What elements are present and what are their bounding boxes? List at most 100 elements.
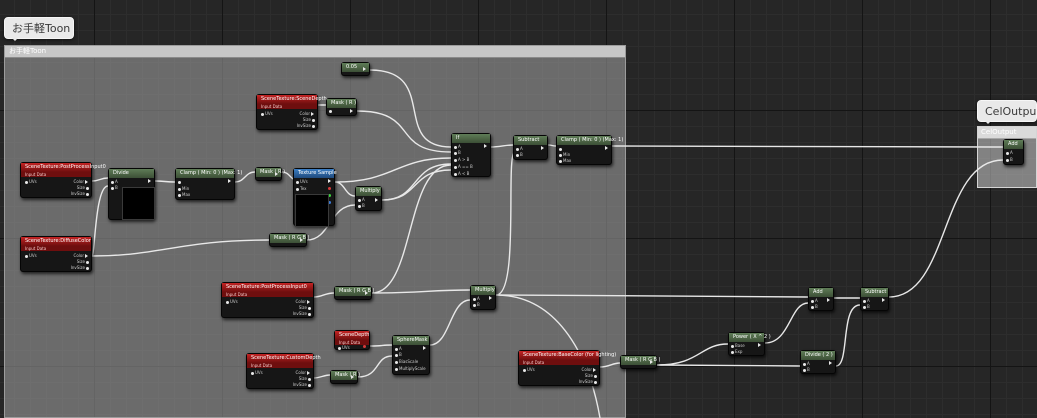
node-multiply-2[interactable]: Multiply A B <box>470 285 496 310</box>
pin-exp[interactable]: Exp <box>730 349 742 354</box>
output-pin-icon[interactable] <box>375 198 380 202</box>
pin-size[interactable]: Size <box>303 117 316 122</box>
node-scenetexture-scenedepth[interactable]: SceneTexture:SceneDepth Input Data UVs C… <box>256 94 327 130</box>
node-customdepth[interactable]: SceneTexture:CustomDepth Input Data UVs … <box>246 353 321 389</box>
pin-invsize[interactable]: InvSize <box>293 382 312 387</box>
node-constant[interactable]: 0.05 <box>341 62 370 76</box>
pin-a[interactable]: A <box>802 361 810 366</box>
output-pin-icon[interactable] <box>484 144 489 148</box>
pin-uvs[interactable]: UVs <box>295 179 308 184</box>
pin-uvs[interactable]: UVs <box>522 367 535 372</box>
pin-size[interactable]: Size <box>585 373 598 378</box>
pin-uvs[interactable]: UVs <box>24 253 37 258</box>
pin-b[interactable]: B <box>515 152 523 157</box>
pin-a[interactable]: A <box>394 346 402 351</box>
node-mask-r-top[interactable]: Mask ( R ) <box>326 98 357 116</box>
node-scenedepth-small[interactable]: SceneDepth Input Data UVs <box>334 330 370 350</box>
pin-size[interactable]: Size <box>299 376 312 381</box>
output-pin-icon[interactable] <box>758 343 763 347</box>
node-power[interactable]: Power ( X ^ 2 ) Base Exp <box>728 332 771 356</box>
node-subtract-2[interactable]: Subtract A B <box>860 287 889 311</box>
pin-color[interactable]: Color <box>296 370 312 375</box>
pin-invsize[interactable]: InvSize <box>293 311 312 316</box>
node-subtract-1[interactable]: Subtract A B <box>513 135 548 160</box>
output-pin-icon[interactable] <box>350 109 355 113</box>
node-mask-rgb-2[interactable]: Mask ( R G B ) <box>334 286 375 300</box>
node-divide-2[interactable]: Divide ( 2 ) A B <box>800 350 836 374</box>
pin-a[interactable]: A <box>810 298 818 303</box>
pin-b[interactable]: B <box>357 203 365 208</box>
pin-size[interactable]: Size <box>77 185 90 190</box>
output-pin-icon[interactable] <box>882 298 887 302</box>
output-pin-icon[interactable] <box>541 146 546 150</box>
pin-uvs[interactable]: UVs <box>260 111 273 116</box>
pin-size[interactable]: Size <box>77 259 90 264</box>
node-mask-rgb-3[interactable]: Mask ( R G B ) <box>620 355 661 369</box>
output-pin-icon[interactable] <box>650 360 655 364</box>
node-mask-r-bottom[interactable]: Mask ( R ) <box>330 370 360 384</box>
pin-invsize[interactable]: InvSize <box>71 265 90 270</box>
pin-b[interactable]: B <box>110 185 118 190</box>
node-basecolor-lighting[interactable]: SceneTexture:BaseColor (for lighting) In… <box>518 350 616 386</box>
pin-size[interactable]: Size <box>299 305 312 310</box>
node-mask-rgb-1[interactable]: Mask ( R G B ) <box>269 233 310 247</box>
output-pin-icon[interactable] <box>423 346 428 350</box>
node-postprocessinput0-middle[interactable]: SceneTexture:PostProcessInput0 Input Dat… <box>221 282 314 318</box>
output-pin-icon[interactable] <box>829 361 834 365</box>
pin-max[interactable]: Max <box>177 192 190 197</box>
pin-a[interactable]: A <box>1005 150 1013 155</box>
output-pin-icon[interactable] <box>363 67 368 71</box>
output-pin-icon[interactable] <box>148 179 153 183</box>
pin-input[interactable] <box>558 146 563 151</box>
pin-b[interactable]: B <box>453 150 461 155</box>
pin-a-eq-b[interactable]: A == B <box>453 164 473 169</box>
pin-color[interactable]: Color <box>74 179 90 184</box>
node-add-1[interactable]: Add A B <box>808 287 834 311</box>
pin-invsize[interactable]: InvSize <box>579 379 598 384</box>
pin-uvs[interactable]: UVs <box>225 299 238 304</box>
pin-b[interactable]: B <box>802 367 810 372</box>
pin-a-gt-b[interactable]: A > B <box>453 157 469 162</box>
pin-b[interactable]: B <box>472 302 480 307</box>
pin-a[interactable]: A <box>515 146 523 151</box>
pin-a[interactable]: A <box>453 144 461 149</box>
node-texture-sample[interactable]: Texture Sample UVs Tex <box>293 168 337 227</box>
output-pin-icon[interactable] <box>228 179 233 183</box>
pin-invsize[interactable]: InvSize <box>71 191 90 196</box>
pin-a-lt-b[interactable]: A < B <box>453 171 469 176</box>
pin-b[interactable]: B <box>810 304 818 309</box>
output-pin-red-icon[interactable] <box>363 345 366 348</box>
output-pin-icon[interactable] <box>328 179 333 183</box>
output-pin-icon[interactable] <box>365 291 370 295</box>
output-pin-icon[interactable] <box>489 296 494 300</box>
pin-b[interactable]: B <box>394 352 402 357</box>
pin-base[interactable]: Base <box>730 343 745 348</box>
output-pin-green-icon[interactable] <box>328 194 331 197</box>
node-divide-preview[interactable]: Divide A B <box>108 168 155 220</box>
pin-min[interactable]: Min <box>558 152 570 157</box>
output-pin-icon[interactable] <box>300 238 305 242</box>
node-postprocessinput0-left[interactable]: SceneTexture:PostProcessInput0 Input Dat… <box>20 162 106 198</box>
pin-tex[interactable]: Tex <box>295 186 307 191</box>
pin-biasscale[interactable]: BiasScale <box>394 359 418 364</box>
node-if[interactable]: If A B A > B A == B A < B <box>451 133 491 177</box>
pin-multiplyscale[interactable]: MultiplyScale <box>394 366 426 371</box>
pin-uvs[interactable]: UVs <box>24 179 37 184</box>
pin-invsize[interactable]: InvSize <box>297 123 316 128</box>
pin-b[interactable]: B <box>1005 157 1013 162</box>
output-pin-icon[interactable] <box>827 298 832 302</box>
pin-max[interactable]: Max <box>558 158 571 163</box>
pin-a[interactable]: A <box>357 197 365 202</box>
node-mask-r-middle[interactable]: Mask ( R ) <box>255 167 285 181</box>
node-add-celoutput[interactable]: Add A B <box>1003 139 1024 165</box>
pin-input[interactable] <box>177 179 182 184</box>
output-pin-red-icon[interactable] <box>328 187 331 190</box>
pin-color[interactable]: Color <box>582 367 598 372</box>
pin-color[interactable]: Color <box>296 299 312 304</box>
node-spheremask[interactable]: SphereMask A B BiasScale MultiplyScale <box>392 335 430 375</box>
output-pin-icon[interactable] <box>275 172 280 176</box>
pin-a[interactable]: A <box>862 298 870 303</box>
pin-color[interactable]: Color <box>74 253 90 258</box>
pin-min[interactable]: Min <box>177 186 189 191</box>
node-clamp-2[interactable]: Clamp ( Min: 0 ) (Max: 1) Min Max <box>556 135 623 165</box>
